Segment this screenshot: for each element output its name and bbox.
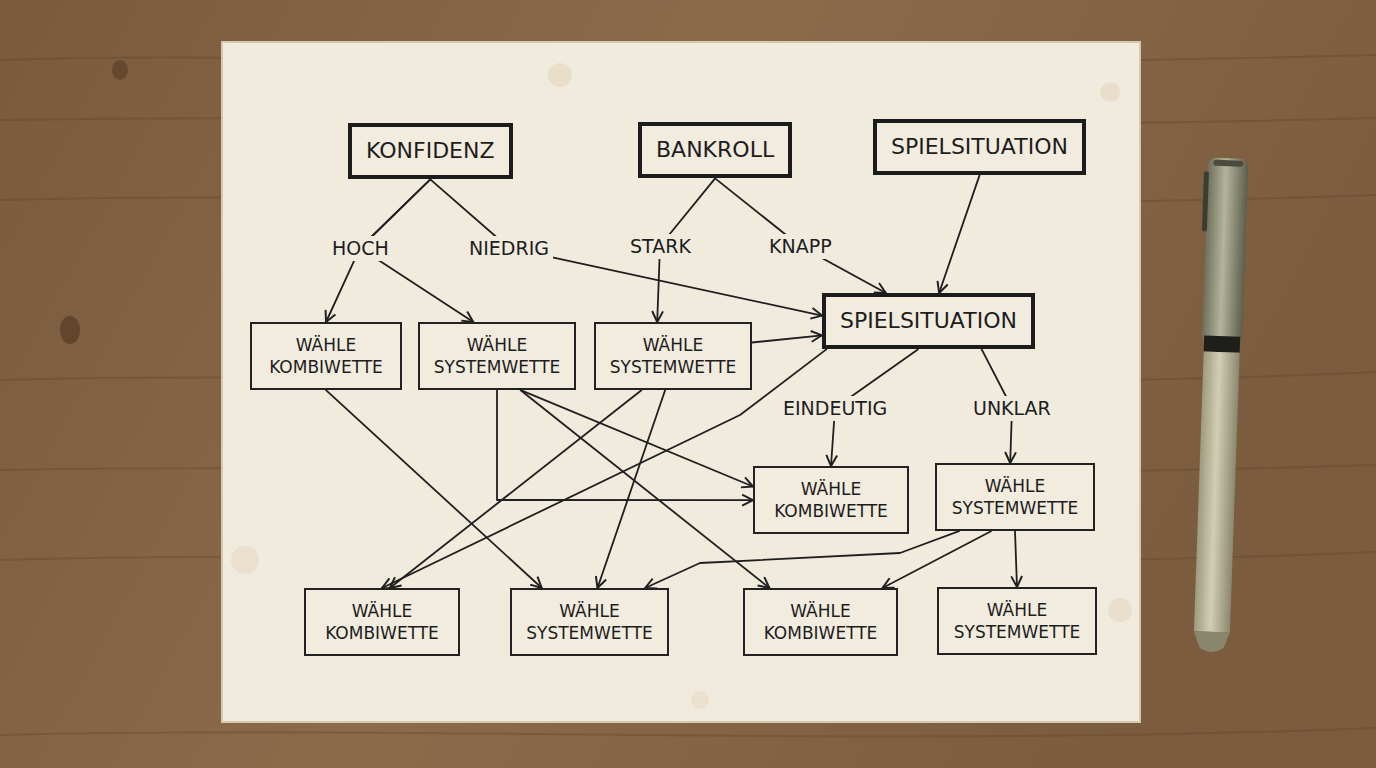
heading-box: BANKROLL — [638, 122, 792, 178]
branch-label: STARK — [626, 234, 695, 259]
connector-arrow — [883, 531, 992, 588]
choice-box: WÄHLE SYSTEMWETTE — [510, 588, 669, 656]
heading-text: KONFIDENZ — [366, 138, 495, 164]
branch-label: KNAPP — [765, 234, 836, 259]
choice-text: WÄHLE SYSTEMWETTE — [945, 599, 1089, 643]
choice-text: WÄHLE KOMBIWETTE — [312, 600, 452, 644]
branch-label: HOCH — [328, 236, 393, 261]
choice-text: WÄHLE KOMBIWETTE — [761, 478, 901, 522]
stain — [548, 63, 572, 87]
paper-sheet — [222, 42, 1140, 722]
connector-arrow — [1015, 531, 1017, 587]
stain — [231, 546, 259, 574]
choice-box: WÄHLE KOMBIWETTE — [743, 588, 898, 656]
paper-stains — [231, 63, 1132, 709]
stain — [1108, 598, 1132, 622]
pen-end — [1193, 631, 1230, 652]
choice-box: WÄHLE SYSTEMWETTE — [418, 322, 576, 390]
connector-arrow — [715, 178, 886, 293]
choice-box: WÄHLE KOMBIWETTE — [753, 466, 909, 534]
connector-arrow — [390, 390, 642, 588]
choice-box: WÄHLE KOMBIWETTE — [304, 588, 460, 656]
pen-clip — [1202, 171, 1209, 231]
connector-arrow — [430, 179, 822, 315]
grain-line — [0, 728, 1376, 736]
choice-text: WÄHLE SYSTEMWETTE — [426, 334, 568, 378]
wood-knot — [60, 316, 80, 344]
choice-box: WÄHLE SYSTEMWETTE — [594, 322, 752, 390]
heading-box: KONFIDENZ — [348, 123, 513, 179]
heading-box: SPIELSITUATION — [822, 293, 1035, 349]
connector-arrow — [326, 390, 542, 588]
fountain-pen — [1187, 157, 1248, 652]
branch-label: EINDEUTIG — [779, 396, 891, 421]
connector-arrow — [521, 390, 770, 588]
connector-arrow — [598, 390, 666, 588]
choice-box: WÄHLE SYSTEMWETTE — [935, 463, 1095, 531]
pen-barrel — [1194, 351, 1240, 632]
pen-cap — [1202, 158, 1248, 345]
connector-arrow — [752, 335, 822, 342]
connector-arrow — [497, 390, 753, 500]
connector-arrow — [645, 531, 959, 588]
stain — [691, 691, 709, 709]
stain — [1100, 82, 1120, 102]
choice-text: WÄHLE KOMBIWETTE — [751, 600, 890, 644]
connector-arrow — [326, 179, 430, 322]
choice-text: WÄHLE SYSTEMWETTE — [518, 600, 661, 644]
pen-cap-top — [1213, 160, 1243, 167]
branch-label: NIEDRIG — [465, 236, 553, 261]
choice-box: WÄHLE SYSTEMWETTE — [937, 587, 1097, 655]
heading-box: SPIELSITUATION — [873, 119, 1086, 175]
wood-knot — [112, 60, 128, 80]
connector-arrow — [939, 175, 979, 293]
choice-text: WÄHLE KOMBIWETTE — [258, 334, 394, 378]
heading-text: SPIELSITUATION — [891, 134, 1068, 160]
heading-text: SPIELSITUATION — [840, 308, 1017, 334]
choice-text: WÄHLE SYSTEMWETTE — [943, 475, 1087, 519]
choice-text: WÄHLE SYSTEMWETTE — [602, 334, 744, 378]
heading-text: BANKROLL — [656, 137, 774, 163]
branch-label: UNKLAR — [969, 396, 1055, 421]
pen-band — [1204, 335, 1241, 352]
choice-box: WÄHLE KOMBIWETTE — [250, 322, 402, 390]
